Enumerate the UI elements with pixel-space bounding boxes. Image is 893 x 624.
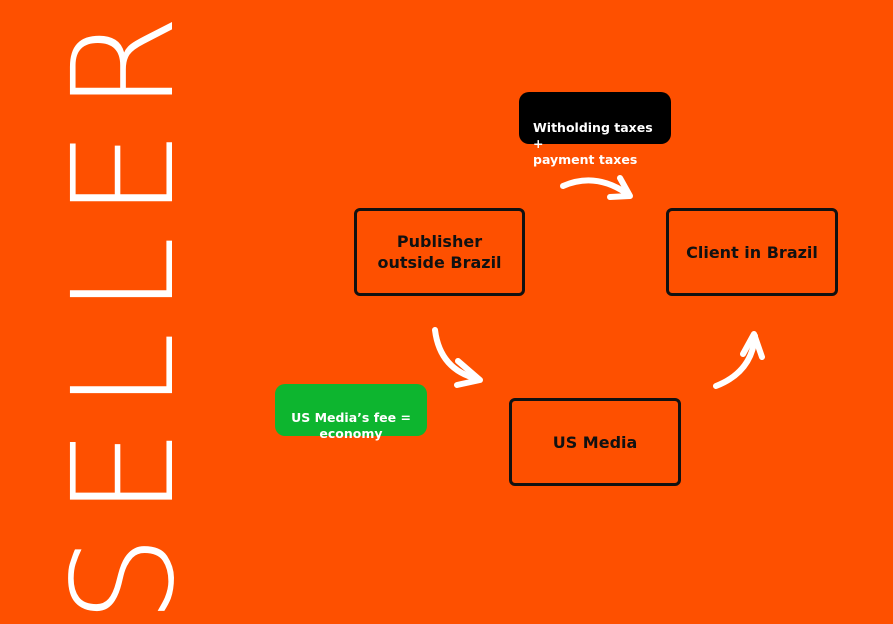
arrow-publisher-to-usmedia-icon (432, 327, 483, 388)
publisher-node-label: Publisher outside Brazil (377, 232, 502, 272)
arrow-usmedia-to-client-icon (713, 331, 765, 389)
fee-note: US Media’s fee = economy (275, 384, 427, 441)
client-node-label: Client in Brazil (686, 242, 818, 262)
taxes-note: Witholding taxes + payment taxes (519, 92, 671, 167)
taxes-note-text: Witholding taxes + payment taxes (533, 120, 653, 167)
us-media-node-label: US Media (552, 432, 638, 452)
publisher-node: Publisher outside Brazil (354, 208, 525, 296)
fee-note-text: US Media’s fee = economy (291, 410, 411, 441)
us-media-node: US Media (509, 398, 681, 486)
client-node: Client in Brazil (666, 208, 838, 296)
arrow-publisher-to-client-icon (560, 175, 633, 200)
